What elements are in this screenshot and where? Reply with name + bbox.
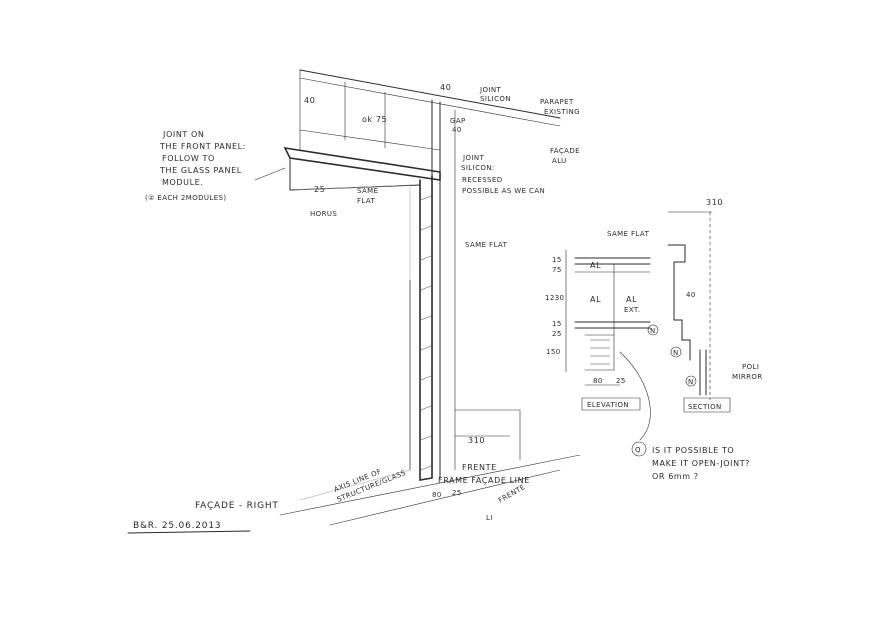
floor-line-2 — [329, 469, 561, 526]
parapet-top-edge — [299, 69, 561, 119]
joint-silicon-2b: SILICON: — [461, 164, 495, 172]
dim-40-left: 40 — [304, 96, 315, 105]
elev-dim-25b: 25 — [616, 377, 626, 385]
same-flat-1b: FLAT — [357, 197, 376, 205]
section-dim-310-label: 310 — [706, 198, 723, 207]
section-marker-3 — [685, 375, 697, 387]
front-panel-pointer — [254, 167, 286, 181]
question-line-2: MAKE IT OPEN-JOINT? — [652, 459, 750, 468]
joint-front-panel-2: THE FRONT PANEL: — [159, 142, 246, 151]
elev-dim-15b: 15 — [552, 320, 562, 328]
same-flat-1a: SAME — [357, 187, 378, 195]
frame-jamb — [419, 175, 433, 481]
dim-ok75: ok 75 — [362, 115, 387, 124]
parapet-lower-edge — [299, 77, 561, 127]
section-detail — [647, 211, 731, 413]
elev-dim-75: 75 — [552, 266, 562, 274]
signature-date: B&R. 25.06.2013 — [133, 521, 221, 531]
elevation-same-flat: SAME FLAT — [607, 230, 650, 238]
poli-mirror-1: POLI — [742, 363, 759, 371]
section-profile — [667, 244, 691, 361]
section-caption: SECTION — [688, 403, 722, 411]
elevation-base — [584, 334, 615, 371]
floor-line — [279, 454, 581, 516]
poli-mirror-2: MIRROR — [732, 373, 763, 381]
joint-silicon-top-2: SILICON — [480, 95, 511, 103]
elevation-caption: ELEVATION — [587, 401, 629, 409]
section-labels: 310 40 N N N POLI MIRROR SECTION — [650, 198, 763, 411]
question-marker: Q — [635, 446, 641, 454]
perspective-labels: 40 40 ok 75 GAP 40 JOINT SILICON PARAPET… — [145, 83, 580, 522]
section-marker-3-label: N — [688, 378, 694, 386]
question-marker-circle — [631, 441, 647, 457]
elev-dim-25: 25 — [552, 330, 562, 338]
dim-80: 80 — [432, 491, 442, 499]
elev-al-ext-2: EXT. — [624, 306, 640, 314]
elevation-mid-band — [574, 321, 651, 329]
section-marker-1-label: N — [650, 327, 656, 335]
section-mirror — [699, 349, 707, 396]
joint-silicon-2d: POSSIBLE AS WE CAN — [462, 187, 545, 195]
frame-facade-line: FRAME FAÇADE LINE — [438, 476, 530, 485]
frente-li-1: FRENTE — [497, 483, 527, 505]
section-marker-1 — [647, 324, 659, 336]
section-marker-2-label: N — [673, 349, 679, 357]
section-caption-box — [683, 397, 731, 413]
elev-dim-15: 15 — [552, 256, 562, 264]
elev-al-top: AL — [590, 261, 601, 270]
joint-front-panel-3: FOLLOW TO — [162, 154, 215, 163]
joint-front-panel-4: THE GLASS PANEL — [159, 166, 242, 175]
glass-pane — [294, 184, 411, 501]
question-labels: Q IS IT POSSIBLE TO MAKE IT OPEN-JOINT? … — [635, 446, 750, 481]
gap-40: 40 — [452, 126, 462, 134]
section-dim-40: 40 — [686, 291, 696, 299]
title-block: FAÇADE - RIGHT B&R. 25.06.2013 — [127, 501, 279, 534]
joint-silicon-top-1: JOINT — [479, 86, 501, 94]
elev-al-ext-1: AL — [626, 295, 637, 304]
dim-40-top: 40 — [440, 83, 451, 92]
frame-head — [283, 146, 441, 181]
perspective-view — [254, 69, 581, 526]
same-flat-2: SAME FLAT — [465, 241, 508, 249]
elev-dim-1230: 1230 — [545, 294, 564, 302]
parapet-existing-2: EXISTING — [544, 108, 580, 116]
parapet-existing-1: PARAPET — [540, 98, 574, 106]
frente-label: FRENTE — [462, 463, 497, 472]
sketch-title: FAÇADE - RIGHT — [195, 501, 279, 511]
gap-label: GAP — [450, 117, 466, 125]
dim-25: 25 — [314, 185, 325, 194]
facade-alu-1: FAÇADE — [550, 147, 580, 155]
horus-label: HORUS — [310, 210, 337, 218]
elevation-detail — [565, 249, 651, 411]
elev-dim-150: 150 — [546, 348, 561, 356]
question-leader — [619, 351, 651, 441]
return-detail — [454, 409, 521, 461]
elev-al: AL — [590, 295, 601, 304]
dim-310-perspective: 310 — [468, 436, 485, 445]
joint-front-panel-5: MODULE. — [162, 178, 203, 187]
joint-silicon-2a: JOINT — [462, 154, 484, 162]
elevation-hatching — [590, 339, 610, 365]
joint-silicon-2c: RECESSED — [462, 176, 503, 184]
jamb-hatching — [420, 195, 432, 471]
panel-band-line — [299, 129, 441, 151]
elevation-labels: SAME FLAT 15 75 1230 15 25 150 AL AL AL … — [545, 230, 650, 409]
frente-li-2: LI — [486, 514, 493, 522]
question-line-3: OR 6mm ? — [652, 472, 699, 481]
section-marker-2 — [670, 346, 682, 358]
question-note — [619, 351, 651, 457]
elevation-top-band — [574, 257, 651, 265]
each-modules-note: (② EACH 2MODULES) — [145, 194, 227, 202]
signature-underline — [127, 530, 251, 534]
elevation-caption-box — [581, 397, 641, 411]
question-line-1: IS IT POSSIBLE TO — [652, 446, 734, 455]
dim-25b: 25 — [452, 489, 462, 497]
joint-front-panel-1: JOINT ON — [162, 130, 205, 139]
facade-alu-2: ALU — [552, 157, 567, 165]
elev-dim-80: 80 — [593, 377, 603, 385]
